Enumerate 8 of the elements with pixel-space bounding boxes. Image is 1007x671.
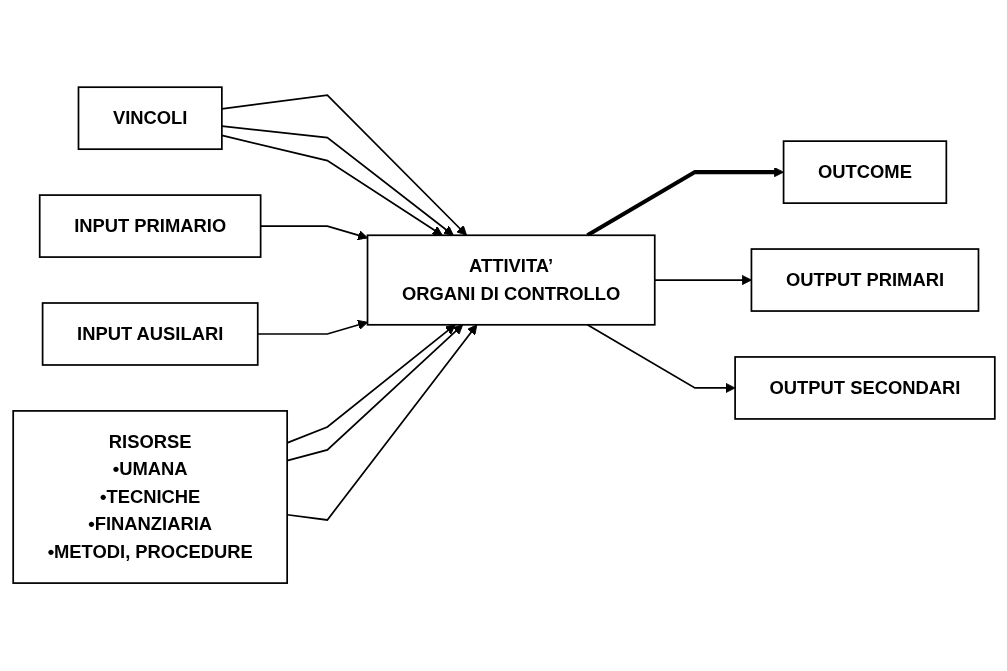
node-box: VINCOLI bbox=[77, 86, 223, 151]
node-box: OUTCOME bbox=[782, 140, 947, 205]
node-box: RISORSE •UMANA •TECNICHE •FINANZIARIA •METODI, PROCEDURE bbox=[11, 410, 288, 585]
node-box: INPUT PRIMARIO bbox=[38, 194, 261, 259]
node-box: ATTIVITA’ ORGANI DI CONTROLLO bbox=[366, 234, 656, 327]
node-box: INPUT AUSILARI bbox=[41, 302, 259, 367]
node-box: OUTPUT SECONDARI bbox=[733, 356, 996, 421]
node-box: OUTPUT PRIMARI bbox=[750, 248, 979, 313]
